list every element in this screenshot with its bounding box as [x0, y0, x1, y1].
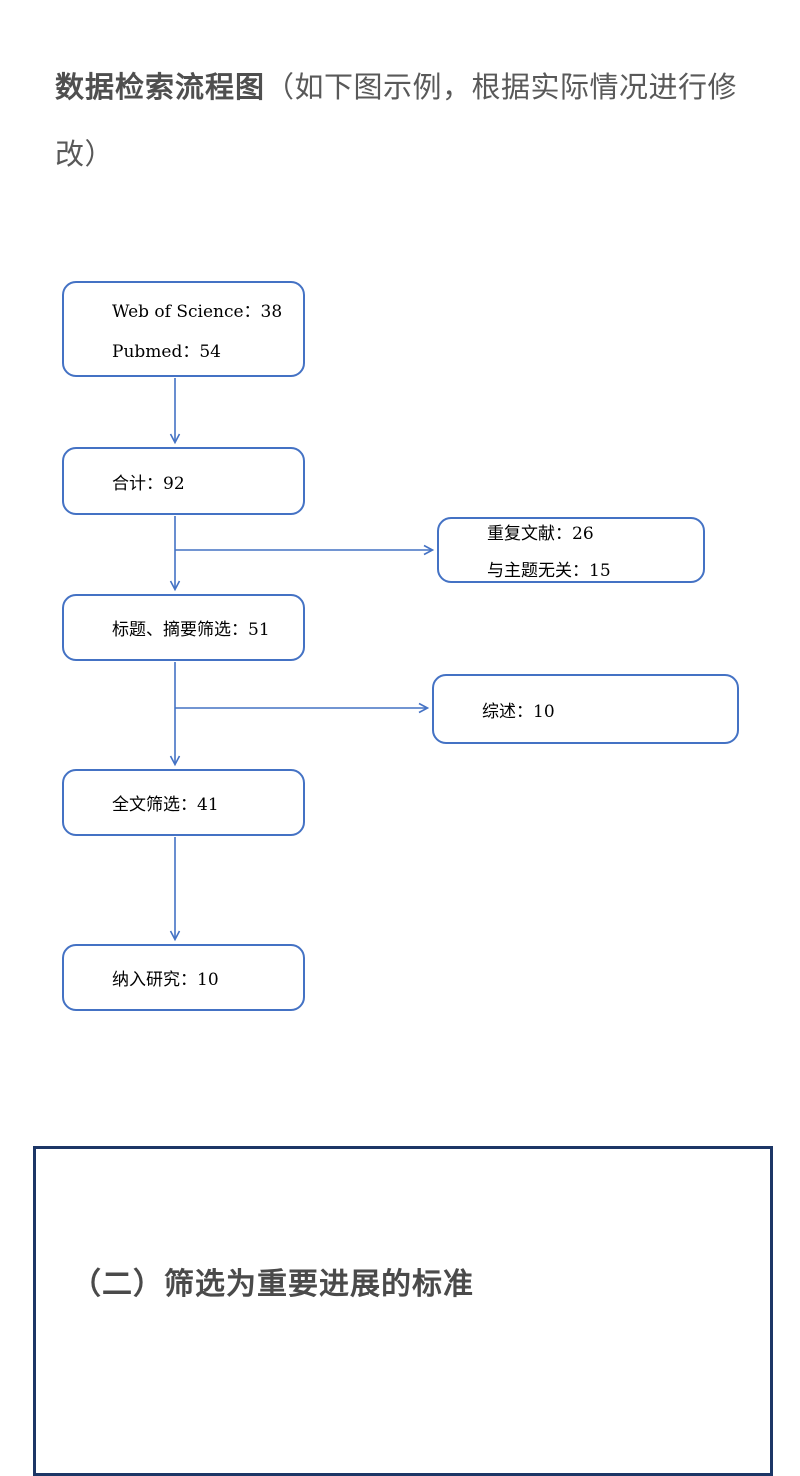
page-title-bold: 数据检索流程图 [55, 72, 266, 104]
flow-box-title-abstract-screen-label: 标题、摘要筛选：51 [112, 620, 270, 640]
flow-box-excluded-reviews-label: 综述：10 [482, 701, 555, 722]
section-heading: （二）筛选为重要进展的标准 [71, 1268, 474, 1301]
page-title-rest: （如下图示例，根据实际情况进行修改） [55, 72, 738, 171]
flow-box-excluded-duplicates: 重复文献：26 与主题无关：15 [437, 517, 705, 583]
flow-box-excluded-duplicates-line2: 与主题无关：15 [487, 561, 611, 581]
section-container: （二）筛选为重要进展的标准 [33, 1146, 773, 1476]
flow-box-sources: Web of Science：38 Pubmed：54 [62, 281, 305, 377]
flow-box-fulltext-screen-label: 全文筛选：41 [112, 795, 219, 815]
flow-box-sources-line1: Web of Science：38 [112, 301, 283, 322]
flow-box-title-abstract-screen: 标题、摘要筛选：51 [62, 594, 305, 661]
flow-box-total: 合计：92 [62, 447, 305, 515]
flow-box-total-label: 合计：92 [112, 473, 185, 494]
flow-box-included-studies-label: 纳入研究：10 [112, 970, 219, 990]
flow-box-excluded-duplicates-line1: 重复文献：26 [487, 524, 594, 544]
flow-box-fulltext-screen: 全文筛选：41 [62, 769, 305, 836]
page-title: 数据检索流程图（如下图示例，根据实际情况进行修改） [55, 55, 755, 189]
flow-box-sources-line2: Pubmed：54 [112, 341, 221, 362]
flow-box-included-studies: 纳入研究：10 [62, 944, 305, 1011]
flowchart: Web of Science：38 Pubmed：54 合计：92 重复文献：2… [62, 281, 739, 1011]
flow-box-excluded-reviews: 综述：10 [432, 674, 739, 744]
